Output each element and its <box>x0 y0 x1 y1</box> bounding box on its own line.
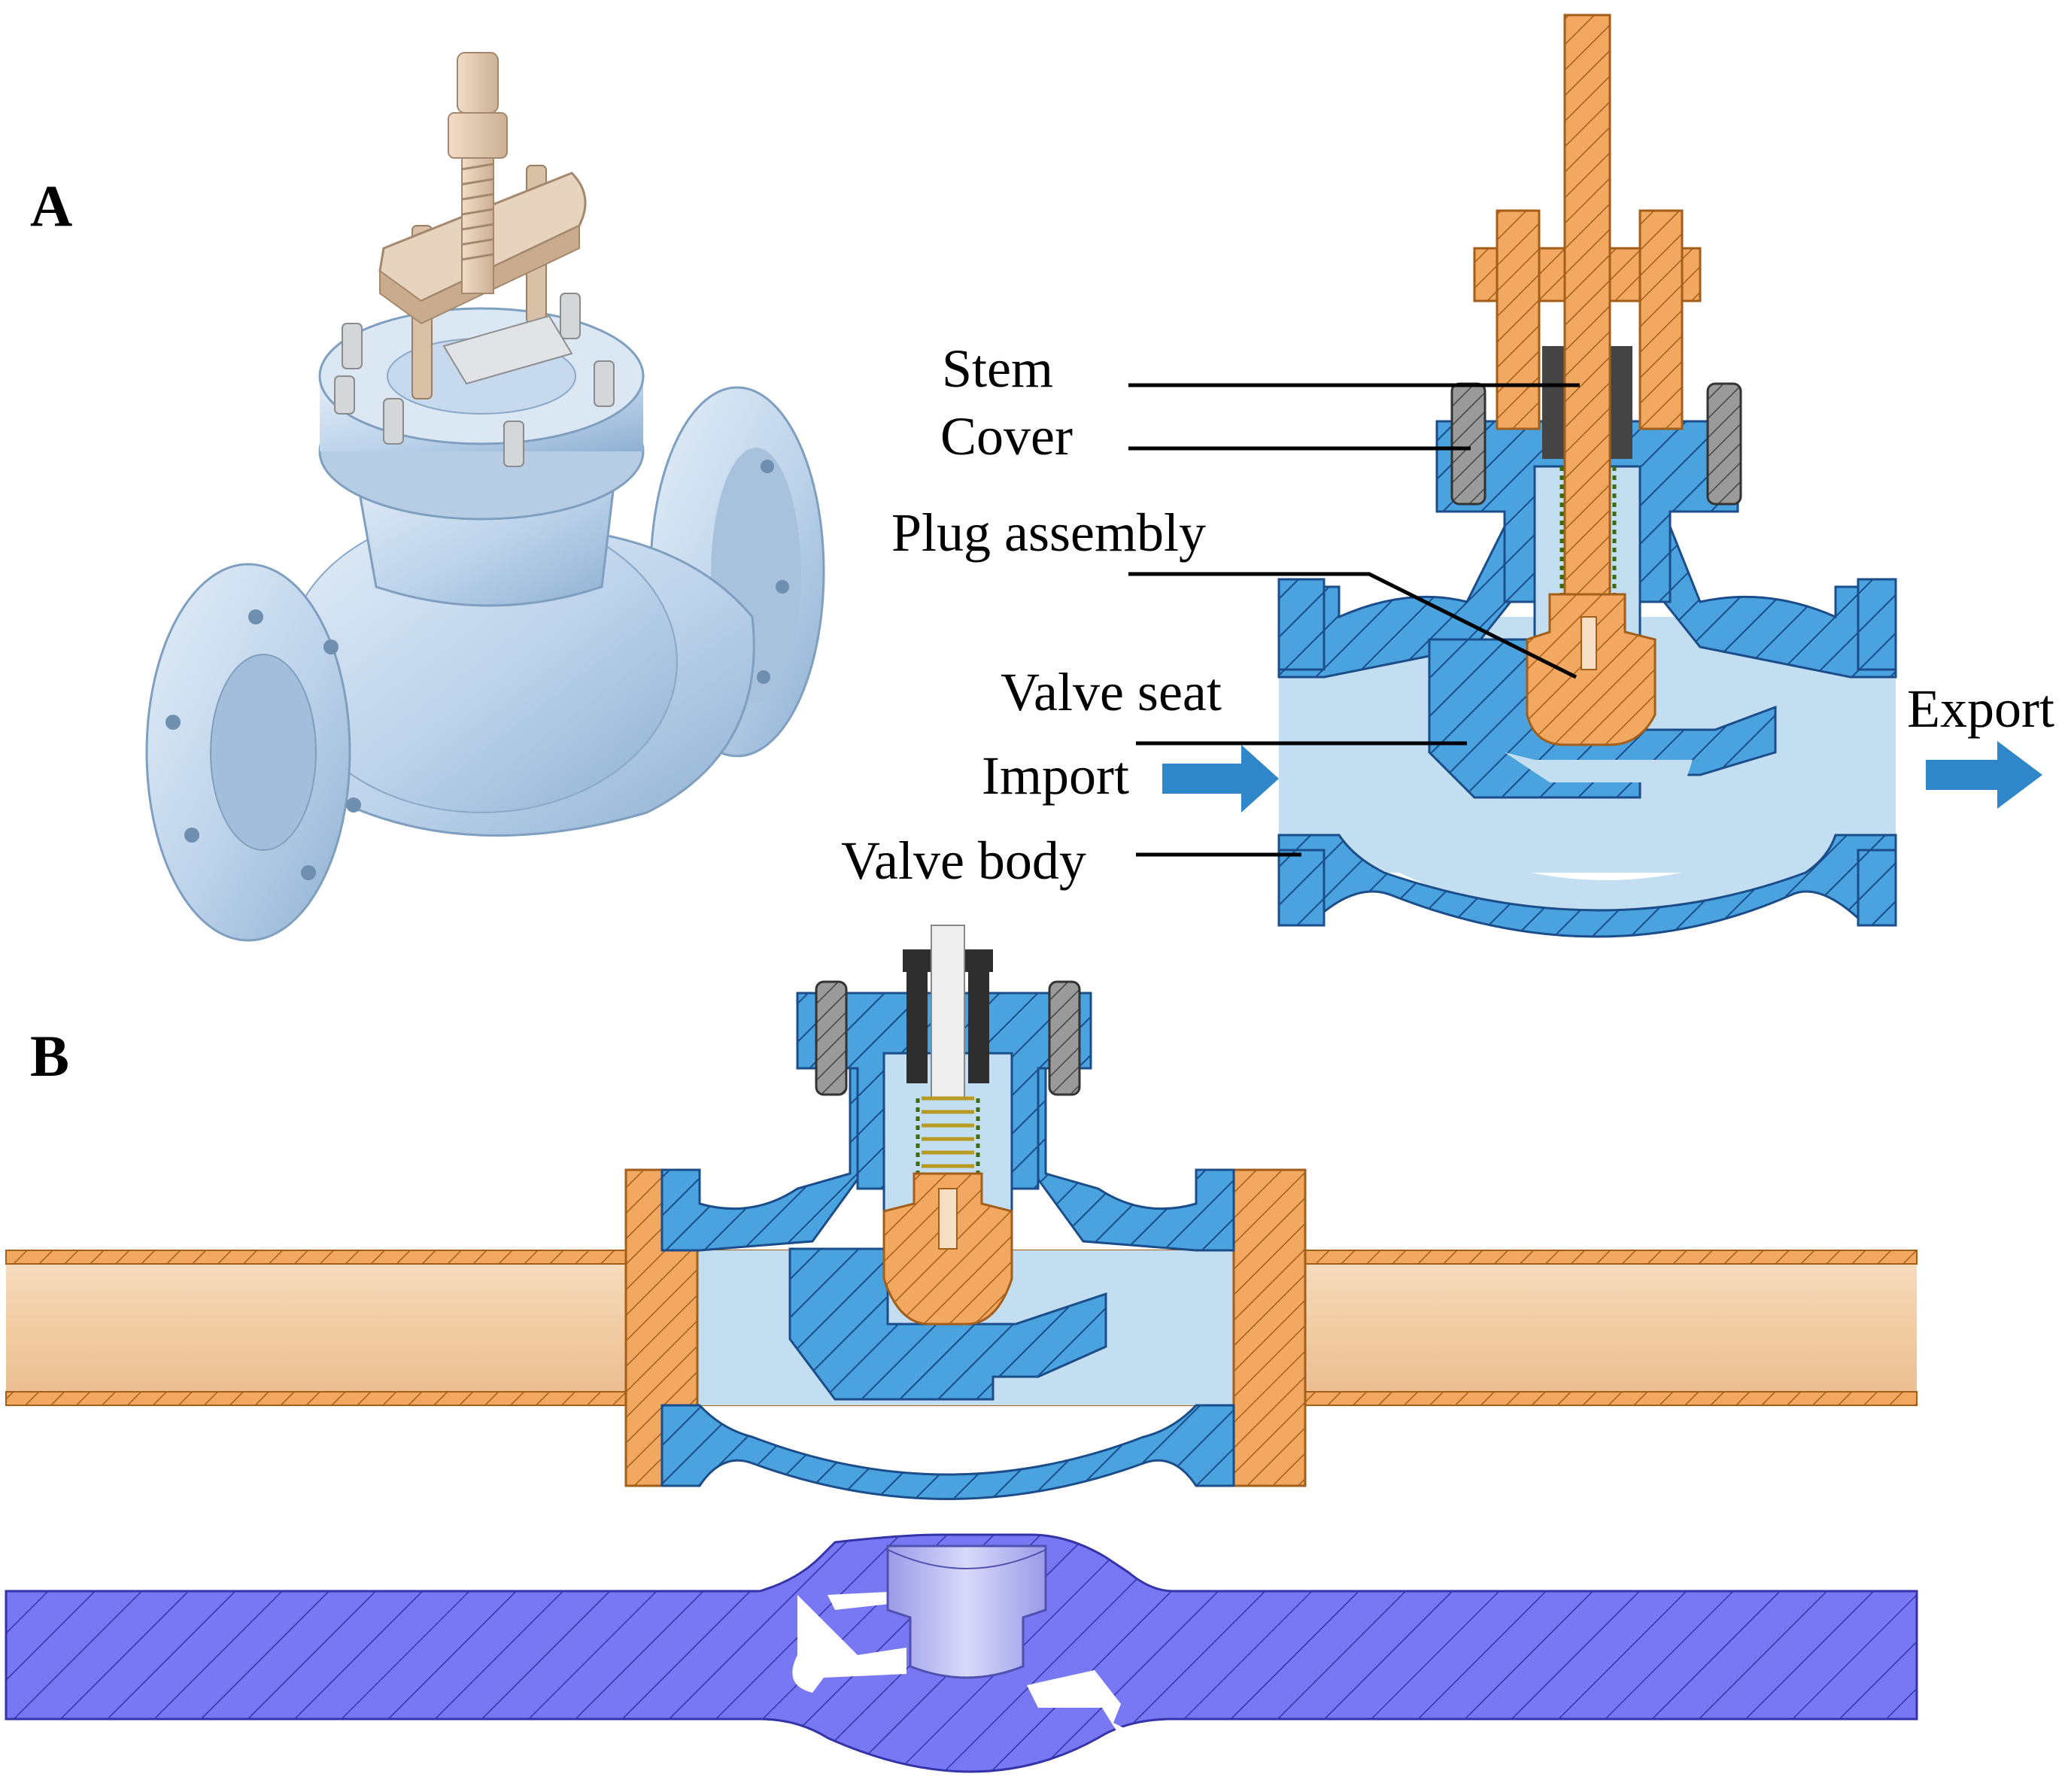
import-arrow <box>1162 745 1279 812</box>
label-export: Export <box>1907 679 2054 739</box>
label-valve-seat: Valve seat <box>1001 662 1222 722</box>
export-arrow <box>1926 741 2042 809</box>
label-plug-assembly: Plug assembly <box>891 503 1206 563</box>
label-import: Import <box>982 746 1129 806</box>
panel-b-letter: B <box>30 1023 69 1089</box>
leader-lines <box>1128 383 1580 857</box>
label-stem: Stem <box>942 339 1053 399</box>
fluid-domain <box>5 1533 1918 1773</box>
label-valve-body: Valve body <box>841 831 1086 891</box>
panel-a-letter: A <box>30 173 72 238</box>
valve-3d-render <box>145 52 825 942</box>
label-cover: Cover <box>940 406 1073 466</box>
pipe-installation <box>5 925 1918 1500</box>
valve-cross-section <box>1162 14 2042 938</box>
